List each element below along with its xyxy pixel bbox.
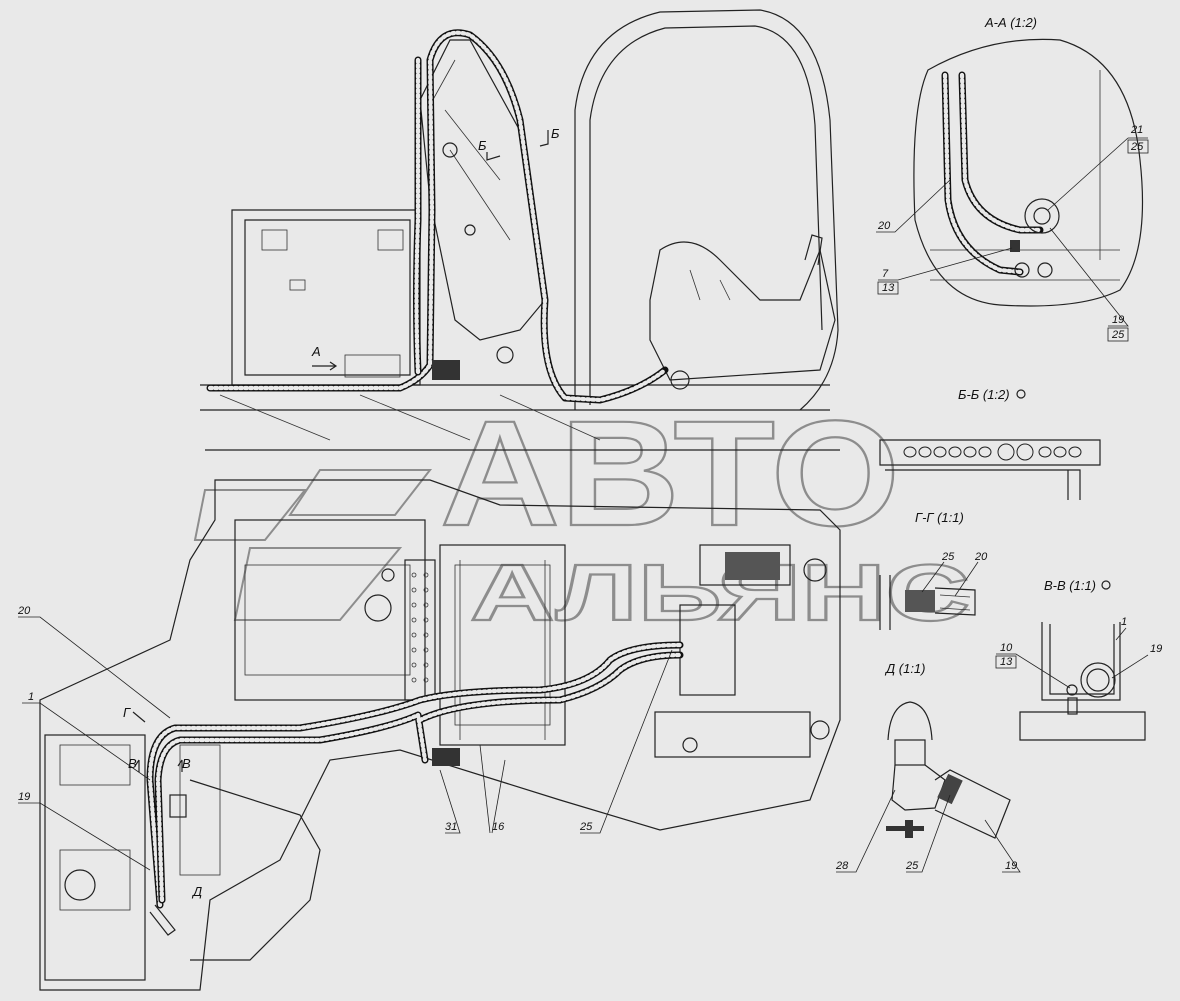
callout-aa-19: 19 [1112, 314, 1124, 326]
section-gg-title: Г-Г (1:1) [915, 510, 964, 525]
callout-main-1: 1 [28, 691, 34, 703]
callout-d-28: 28 [835, 860, 849, 872]
bb-hose-cross-sections [903, 443, 1082, 461]
callout-main-20: 20 [17, 605, 31, 617]
section-bb-title: Б-Б (1:2) [958, 387, 1010, 402]
view-marker-d: Д [191, 884, 202, 899]
callout-vv-10: 10 [1000, 642, 1013, 654]
watermark-top: АВТО [440, 389, 900, 557]
callout-aa-25b: 25 [1111, 329, 1125, 341]
view-marker-a: А [311, 344, 338, 371]
section-gg: Г-Г (1:1) 25 20 [879, 510, 988, 630]
view-marker-g: Г [123, 705, 146, 723]
main-callouts: 20 1 19 31 16 25 [17, 605, 673, 871]
callout-main-25: 25 [579, 821, 593, 833]
callout-vv-1: 1 [1121, 616, 1127, 628]
callout-aa-25a: 25 [1130, 141, 1144, 153]
perforations [411, 572, 429, 683]
section-vv-title: В-В (1:1) [1044, 578, 1096, 593]
watermark: АВТО АЛЬЯНС [193, 388, 971, 638]
callout-gg-25: 25 [941, 551, 955, 563]
marker-a-label: А [311, 344, 321, 359]
marker-d-label: Д [191, 884, 202, 899]
view-marker-b: Б Б [478, 126, 560, 161]
detail-d-title: Д (1:1) [884, 661, 926, 676]
callout-d-19: 19 [1005, 860, 1017, 872]
marker-v-right-label: В [182, 756, 191, 771]
callout-vv-19: 19 [1150, 643, 1162, 655]
callout-aa-20: 20 [877, 220, 891, 232]
marker-b-right-label: Б [551, 126, 560, 141]
upper-assembly [200, 9, 840, 451]
watermark-bottom: АЛЬЯНС [470, 548, 970, 637]
view-marker-v: В В [128, 756, 191, 772]
callout-d-25: 25 [905, 860, 919, 872]
callout-aa-13: 13 [882, 282, 895, 294]
marker-b-left-label: Б [478, 138, 487, 153]
callout-main-19: 19 [18, 791, 30, 803]
section-vv: В-В (1:1) 1 10 13 19 [995, 578, 1162, 741]
callout-main-16: 16 [492, 821, 505, 833]
section-bb: Б-Б (1:2) [879, 387, 1101, 500]
section-aa-title: А-А (1:2) [984, 15, 1037, 30]
section-aa: А-А (1:2) 21 25 20 7 13 19 25 [876, 15, 1149, 342]
callout-gg-20: 20 [974, 551, 988, 563]
marker-v-left-label: В [128, 756, 137, 771]
callout-aa-7: 7 [882, 268, 889, 280]
detail-d: Д (1:1) 28 25 19 [835, 661, 1021, 873]
callout-vv-13: 13 [1000, 656, 1013, 668]
lower-assembly [39, 479, 841, 991]
callout-main-31: 31 [445, 821, 457, 833]
watermark-logo [193, 469, 433, 621]
callout-aa-21: 21 [1130, 124, 1143, 136]
marker-g-label: Г [123, 705, 131, 720]
